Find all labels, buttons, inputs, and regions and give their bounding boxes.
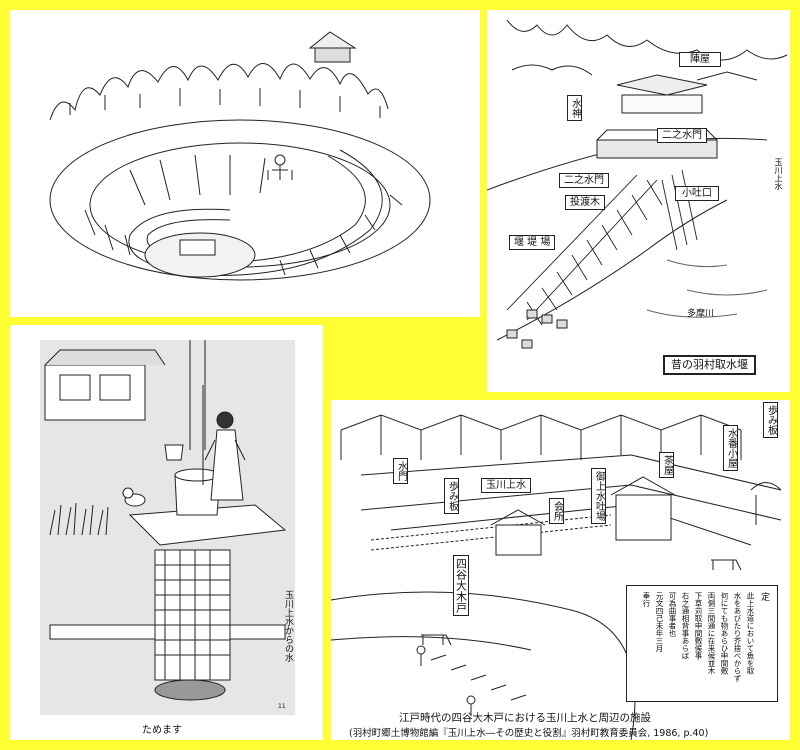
page-number: 11 (278, 703, 286, 710)
yotsuya-okido-drawing (331, 414, 782, 740)
notice-line: 下草苅取申間敷候事 (694, 592, 703, 660)
label-yotsuya-okido: 四谷大木戸 (453, 555, 469, 616)
tamemasu-drawing (40, 340, 295, 715)
okido-caption-line2: (羽村町郷土博物館編『玉川上水―その歴史と役割』羽村町教育委員会, 1986, … (349, 728, 709, 739)
notice-line: 水をあびたり芥捨べからず (733, 592, 742, 682)
notice-line: 両側三間通に在来候並木 (707, 592, 716, 675)
notice-line: 元文四己未年三月 (655, 592, 664, 652)
label-ayumi-ita-right: 歩み板 (763, 402, 778, 438)
label-haraizeki: 堰 堤 場 (509, 235, 556, 250)
label-chaya: 茶屋 (659, 452, 674, 478)
label-kaisho: 会所 (549, 498, 564, 524)
notice-line: 奉行 (642, 592, 651, 607)
label-ayumi-ita-left: 歩み板 (444, 478, 459, 514)
notice-line: 何にても物あらひ申間敷 (720, 592, 729, 675)
label-kotoriguchi: 小吐口 (675, 186, 719, 201)
label-tamagawa: 多摩川 (687, 309, 715, 319)
label-tamagawa-josui: 玉川上水 (481, 478, 531, 493)
side-note-water: 玉川上水からの水 (283, 590, 293, 662)
spiral-well-drawing (49, 31, 431, 281)
okido-caption-line1: 江戸時代の四谷大木戸における玉川上水と周辺の施設 (399, 712, 651, 724)
label-ninomon-b: 二之水門 (559, 173, 609, 188)
label-kumikomi: 投渡木 (565, 195, 605, 210)
notice-line: 右之通相背事あらば (681, 592, 690, 660)
weir-title: 昔の羽村取水堰 (663, 355, 756, 376)
label-suijin: 水神 (567, 95, 582, 121)
label-tama-river: 玉川上水 (774, 158, 783, 190)
spiral-well-illustration (10, 10, 480, 317)
yotsuya-okido-illustration: 水門 歩み板 玉川上水 会所 御上水吐場 茶屋 水番小屋 歩み板 四谷大木戸 定… (331, 400, 790, 740)
tamemasu-caption: ためます (142, 725, 182, 736)
notice-line: 可為曲事者也 (668, 592, 677, 637)
notice-line: 此上水道において魚を取 (746, 592, 755, 675)
notice-board: 定 此上水道において魚を取 水をあびたり芥捨べからず 何にても物あらひ申間敷 両… (626, 585, 778, 702)
label-ninomon-a: 二之水門 (657, 128, 707, 143)
notice-header: 定 (759, 592, 769, 601)
label-jinya: 陣屋 (679, 52, 721, 67)
hamura-weir-drawing (487, 19, 788, 349)
label-yosuiba: 御上水吐場 (591, 468, 606, 524)
tamemasu-illustration: 玉川上水からの水 ためます 11 (10, 325, 323, 740)
hamura-weir-illustration: 陣屋 水神 二之水門 二之水門 投渡木 小吐口 堰 堤 場 玉川上水 多摩川 昔… (487, 10, 790, 392)
label-suimon: 水門 (393, 458, 408, 484)
label-suiban-koya: 水番小屋 (723, 425, 738, 471)
